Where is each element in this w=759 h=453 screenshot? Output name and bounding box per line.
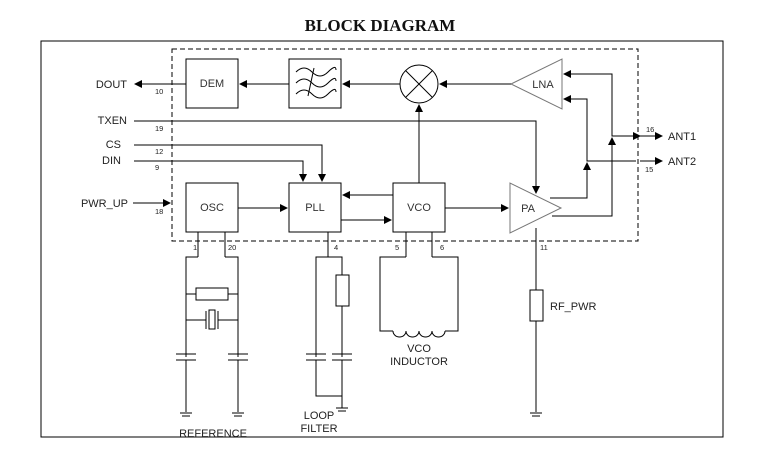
osc-block: OSC bbox=[185, 182, 239, 233]
pin-11: 11 bbox=[540, 243, 548, 252]
vco-inductor-label-1: VCO bbox=[407, 343, 431, 355]
crystal-icon bbox=[208, 309, 216, 330]
lna-block: LNA bbox=[509, 58, 563, 110]
pa-to-ant1-wire bbox=[552, 137, 616, 217]
pin-20: 20 bbox=[228, 243, 236, 252]
filter-block bbox=[288, 58, 342, 109]
ground-icon bbox=[530, 412, 542, 417]
ant2-label: ANT2 bbox=[668, 156, 696, 168]
dem-label: DEM bbox=[200, 78, 224, 90]
cs-wire bbox=[134, 144, 326, 182]
txen-label: TXEN bbox=[98, 115, 127, 127]
dem-block: DEM bbox=[185, 58, 239, 109]
pll-label: PLL bbox=[305, 202, 325, 214]
mixer-icon bbox=[399, 64, 439, 104]
lna-label: LNA bbox=[532, 79, 554, 91]
din-label: DIN bbox=[102, 155, 121, 167]
pin-16: 16 bbox=[646, 125, 654, 134]
pa-to-ant2-wire bbox=[550, 162, 591, 199]
resistor-icon bbox=[529, 289, 544, 322]
pin-9: 9 bbox=[155, 163, 159, 172]
pin-10: 10 bbox=[155, 87, 163, 96]
ant2-to-lna-wire bbox=[563, 95, 636, 162]
outer-frame bbox=[40, 40, 724, 438]
vco-inductor-circuit: 5 6 VCO INDUCTOR bbox=[379, 232, 459, 368]
reference-circuit: 1 20 REFERENCE bbox=[176, 232, 248, 440]
pin-1: 1 bbox=[193, 243, 197, 252]
ant1-label: ANT1 bbox=[668, 131, 696, 143]
reference-label: REFERENCE bbox=[179, 428, 247, 440]
txen-wire bbox=[134, 120, 540, 194]
pin-4: 4 bbox=[334, 243, 338, 252]
loop-filter-circuit: 4 LOOP FILTER bbox=[300, 232, 352, 435]
pin-6: 6 bbox=[440, 243, 444, 252]
ant2-port: 15 ANT2 bbox=[640, 156, 696, 174]
resistor-icon bbox=[195, 287, 229, 301]
diagram-title: BLOCK DIAGRAM bbox=[305, 16, 456, 35]
ground-icon bbox=[336, 407, 348, 412]
ground-icon bbox=[180, 412, 244, 417]
vco-block: VCO bbox=[392, 182, 446, 233]
pa-block: PA bbox=[509, 182, 563, 234]
pin-5: 5 bbox=[395, 243, 399, 252]
cs-label: CS bbox=[106, 139, 121, 151]
pin-12: 12 bbox=[155, 147, 163, 156]
rf-pwr-circuit: 11 RF_PWR bbox=[529, 228, 597, 417]
dout-label: DOUT bbox=[96, 79, 127, 91]
rf-pwr-label: RF_PWR bbox=[550, 301, 597, 313]
vco-inductor-label-2: INDUCTOR bbox=[390, 356, 448, 368]
ant1-to-lna-wire bbox=[563, 70, 636, 137]
pin-15: 15 bbox=[645, 165, 653, 174]
vco-label: VCO bbox=[407, 202, 431, 214]
pwr-up-label: PWR_UP bbox=[81, 198, 128, 210]
din-wire bbox=[134, 160, 307, 182]
resistor-icon bbox=[335, 274, 350, 307]
filter-icon bbox=[295, 66, 337, 99]
ant1-port: 16 ANT1 bbox=[633, 125, 696, 143]
inductor-icon bbox=[392, 330, 446, 338]
osc-label: OSC bbox=[200, 202, 224, 214]
pin-19: 19 bbox=[155, 124, 163, 133]
loop-filter-label-1: LOOP bbox=[304, 410, 335, 422]
pin-18: 18 bbox=[155, 207, 163, 216]
pll-block: PLL bbox=[288, 182, 342, 233]
loop-filter-label-2: FILTER bbox=[300, 423, 337, 435]
pa-label: PA bbox=[521, 203, 536, 215]
